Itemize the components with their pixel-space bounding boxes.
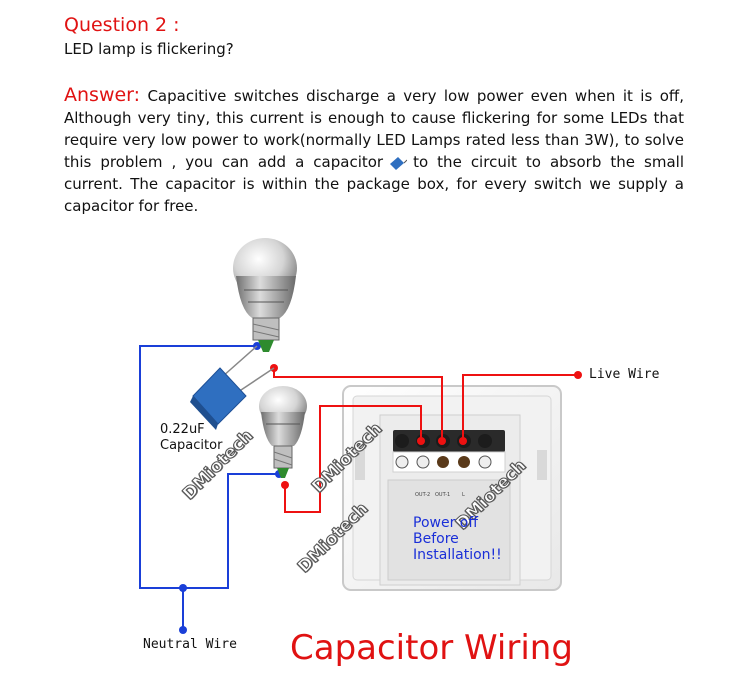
answer-label: Answer: [64, 84, 141, 106]
capacitor-component [190, 345, 275, 430]
terminal-label-out1: OUT-1 [435, 492, 450, 498]
question-title: Question 2 : [64, 14, 180, 36]
warning-line-3: Installation!! [413, 547, 502, 563]
warning-line-2: Before [413, 531, 459, 547]
power-off-warning: Power off Before Installation!! [413, 515, 502, 563]
led-bulb-large [233, 238, 297, 352]
live-wire-label: Live Wire [589, 367, 660, 382]
answer-text-before: Capacitive switches discharge a very low… [64, 87, 684, 171]
capacitor-label: 0.22uF Capacitor [160, 422, 222, 454]
terminal-label-l: L [462, 492, 465, 498]
led-bulb-small [259, 386, 307, 478]
live-wires [273, 368, 578, 513]
capacitor-label-value: 0.22uF [160, 422, 205, 437]
diagram-title: Capacitor Wiring [290, 628, 573, 668]
warning-line-1: Power off [413, 515, 478, 531]
answer-text-after: to the circuit to absorb the small curre… [64, 153, 684, 215]
wall-switch [342, 385, 562, 591]
question-subtitle: LED lamp is flickering? [64, 40, 234, 58]
neutral-wire-label: Neutral Wire [143, 637, 237, 652]
terminal-label-out2: OUT-2 [415, 492, 430, 498]
capacitor-label-name: Capacitor [160, 438, 223, 453]
capacitor-icon [389, 156, 408, 170]
answer-paragraph: Answer: Capacitive switches discharge a … [64, 84, 684, 217]
